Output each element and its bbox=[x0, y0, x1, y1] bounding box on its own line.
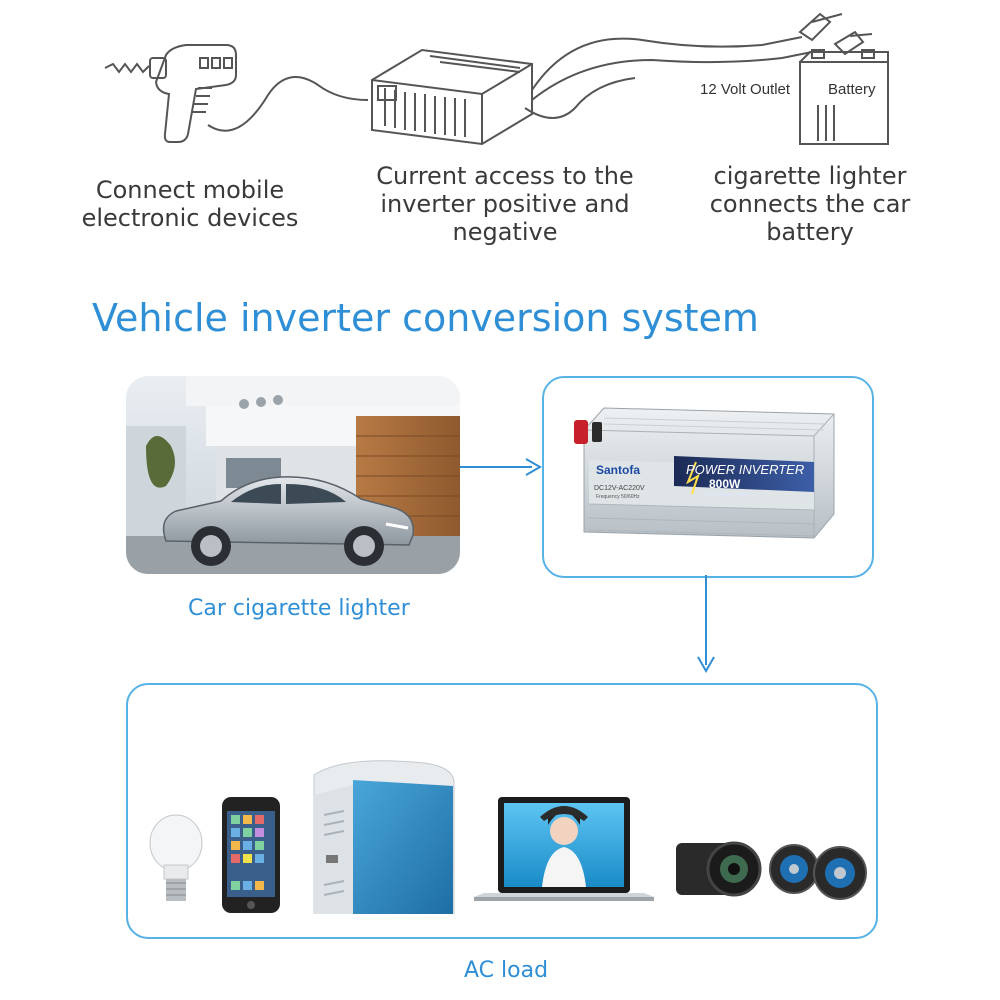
top-wiring-sketch: 12 Volt Outlet Battery bbox=[104, 12, 889, 146]
caption-devices: Connect mobile electronic devices bbox=[81, 176, 299, 232]
inverter-spec-2: Frequency 50/60Hz bbox=[596, 494, 640, 500]
inverter-surge: Surge Power 1600W bbox=[704, 492, 750, 498]
car-photo bbox=[126, 376, 460, 574]
inverter-photo: Santofa DC12V-AC220V Frequency 50/60Hz P… bbox=[574, 407, 835, 539]
caption-lighter: cigarette lighter connects the car batte… bbox=[709, 162, 911, 246]
smartphone-icon bbox=[222, 797, 280, 913]
inverter-icon bbox=[371, 36, 813, 146]
load-label: AC load bbox=[464, 958, 549, 983]
inverter-brand: Santofa bbox=[596, 463, 640, 477]
drill-icon bbox=[104, 44, 369, 143]
ac-load-devices bbox=[149, 760, 867, 914]
arrow-to-inverter bbox=[460, 458, 543, 476]
inverter-panel: Santofa DC12V-AC220V Frequency 50/60Hz P… bbox=[542, 376, 874, 578]
battery-icon bbox=[799, 49, 889, 145]
inverter-title: POWER INVERTER bbox=[686, 462, 804, 477]
battery-clips bbox=[798, 12, 873, 56]
laptop-icon bbox=[474, 797, 654, 901]
bulb-icon bbox=[149, 814, 203, 901]
page-title: Vehicle inverter conversion system bbox=[92, 296, 759, 340]
source-label: Car cigarette lighter bbox=[188, 596, 410, 621]
inverter-wattage: 800W bbox=[709, 477, 741, 491]
battery-label: Battery bbox=[828, 81, 876, 98]
speaker-icon bbox=[769, 844, 867, 900]
inverter-spec-1: DC12V-AC220V bbox=[594, 485, 645, 492]
arrow-to-loads bbox=[697, 575, 715, 674]
mini-fridge-icon bbox=[313, 760, 455, 914]
outlet-label: 12 Volt Outlet bbox=[700, 81, 791, 98]
caption-inverter-access: Current access to the inverter positive … bbox=[376, 162, 634, 246]
ac-load-panel bbox=[126, 683, 878, 939]
camera-icon bbox=[676, 841, 762, 897]
car-icon bbox=[162, 476, 415, 566]
